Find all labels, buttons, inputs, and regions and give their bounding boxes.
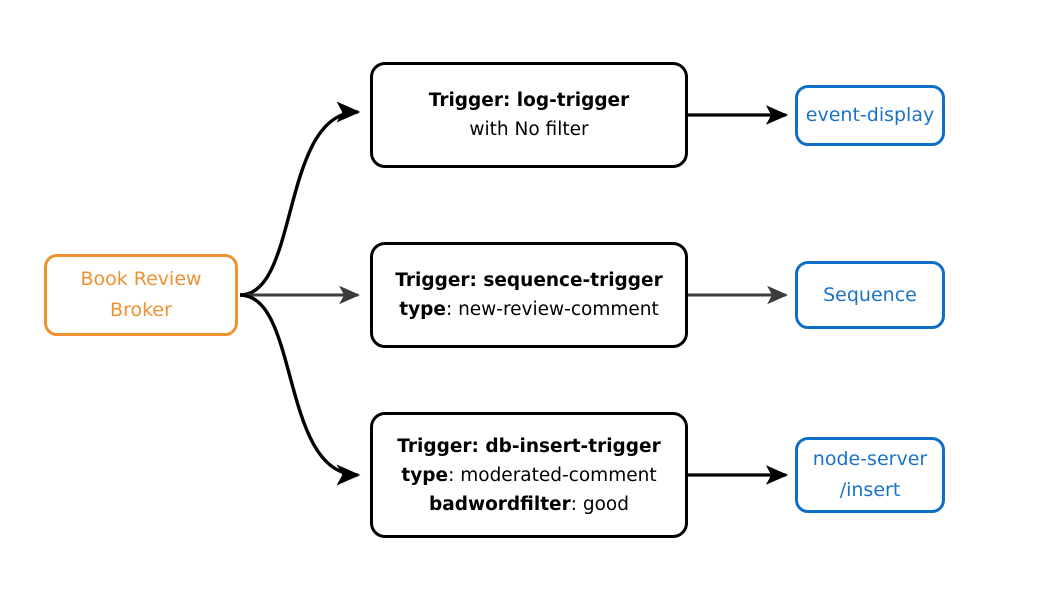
log-trigger-line1: Trigger: log-trigger [428,90,630,111]
source-label-line1: Book Review [80,268,202,290]
node-db-insert-trigger[interactable]: Trigger: db-insert-trigger type: moderat… [370,412,688,538]
node-book-review-broker[interactable]: Book Review Broker [44,254,238,336]
sequence-trigger-line1: Trigger: sequence-trigger [395,270,663,291]
event-display-label: event-display [805,104,935,126]
node-node-server-insert[interactable]: node-server /insert [795,437,945,513]
log-trigger-line2: with No filter [469,119,589,140]
node-server-label-line1: node-server [812,448,928,470]
db-insert-trigger-line3: badwordfilter: good [429,493,629,515]
source-label-line2: Broker [110,299,172,321]
node-sequence[interactable]: Sequence [795,261,945,329]
edge-broker-to-db-insert-trigger [239,293,361,486]
sequence-label: Sequence [823,283,917,306]
node-sequence-trigger[interactable]: Trigger: sequence-trigger type: new-revi… [370,242,688,348]
node-server-label-line2: /insert [839,479,901,501]
db-insert-trigger-line2: type: moderated-comment [401,464,657,486]
node-log-trigger[interactable]: Trigger: log-trigger with No filter [370,62,688,168]
edge-broker-to-log-trigger [239,101,361,297]
node-event-display[interactable]: event-display [795,85,945,146]
db-insert-trigger-line1: Trigger: db-insert-trigger [397,435,661,457]
sequence-trigger-line2: type: new-review-comment [399,299,659,320]
